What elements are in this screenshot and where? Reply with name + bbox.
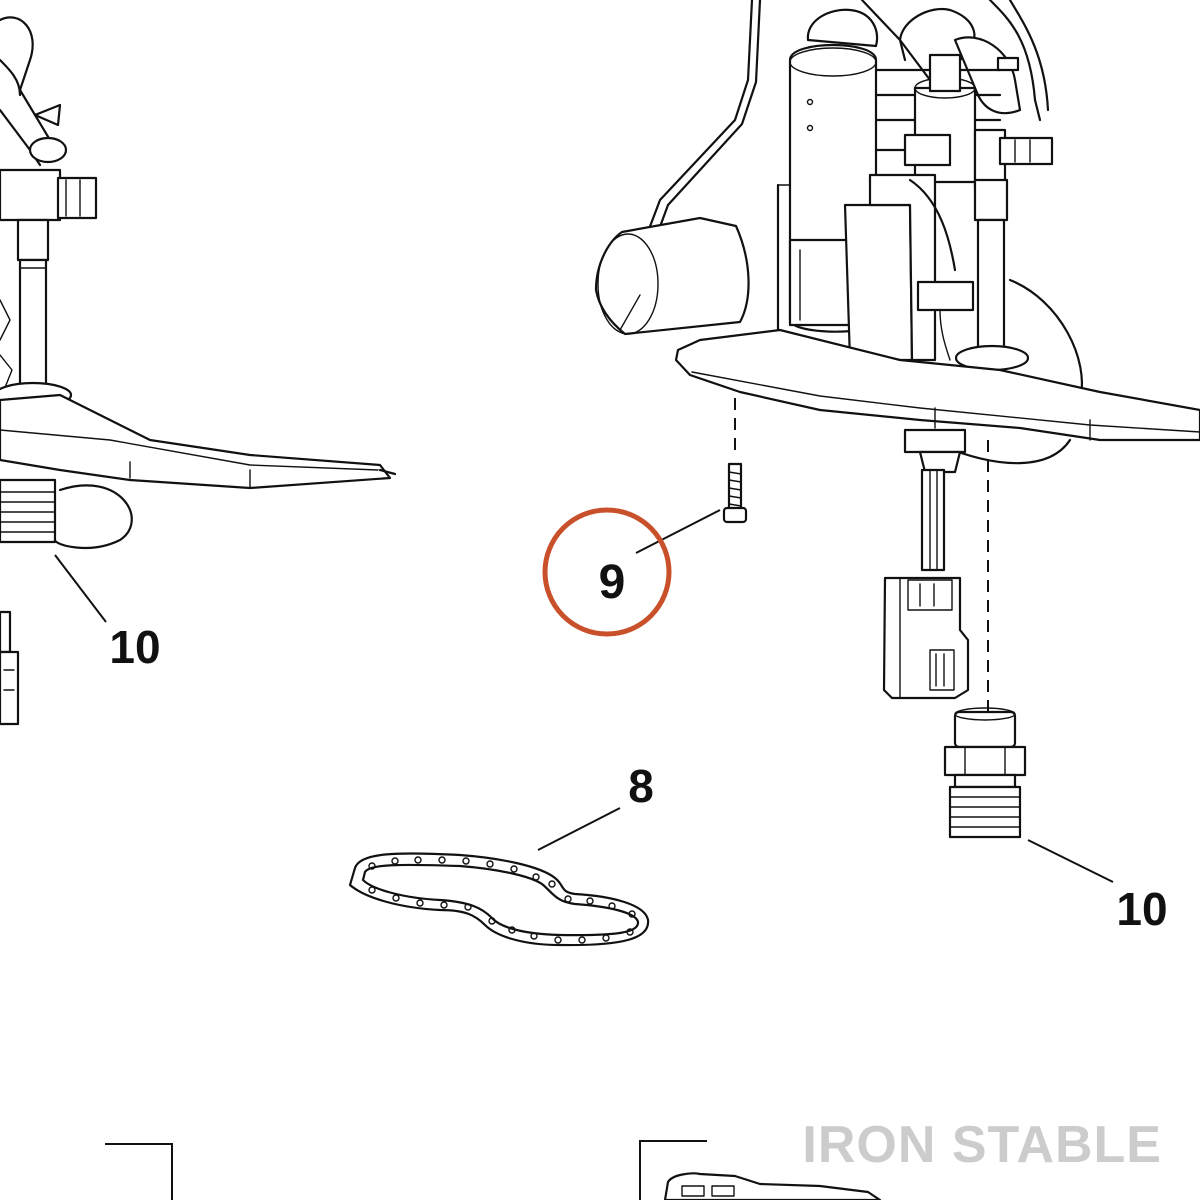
- callout-10-left: 10: [109, 621, 160, 673]
- highlight-circle-9: [542, 507, 672, 637]
- threaded-fitting-right: [943, 707, 1027, 839]
- leader-line-right-10: [1027, 839, 1114, 883]
- bottom-part-edge: [663, 1172, 882, 1200]
- bottom-left-bracket-line: [105, 1143, 173, 1200]
- gasket-part: [348, 852, 650, 947]
- right-pump-assembly: [594, 0, 1200, 700]
- callout-9: 9: [599, 556, 626, 609]
- screw-part: [722, 462, 748, 524]
- callout-10-right: 10: [1116, 883, 1167, 935]
- left-pump-assembly: [0, 16, 397, 726]
- leader-line-8: [537, 807, 621, 851]
- watermark-text: IRON STABLE: [802, 1116, 1162, 1174]
- leader-line-9: [635, 509, 721, 554]
- callout-8: 8: [628, 760, 654, 812]
- bottom-center-bracket-line: [639, 1140, 707, 1200]
- leader-line-left-10: [54, 554, 107, 623]
